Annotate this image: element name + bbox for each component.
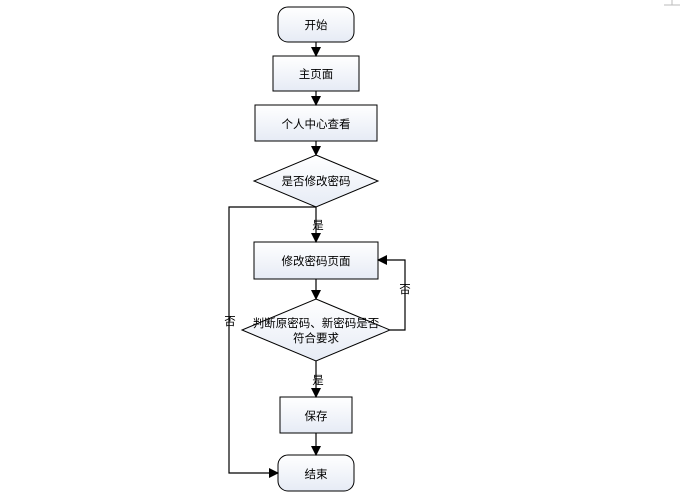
check-node: 判断原密码、新密码是否 符合要求 xyxy=(240,298,392,362)
page-corner-mark xyxy=(664,0,680,6)
edge-label-no-1: 否 xyxy=(224,314,236,328)
change-page-node: 修改密码页面 xyxy=(253,241,379,280)
check-label-line1: 判断原密码、新密码是否 xyxy=(253,316,380,330)
end-node-label: 结束 xyxy=(305,467,328,481)
decide-change-label: 是否修改密码 xyxy=(282,174,351,188)
decide-change-node: 是否修改密码 xyxy=(252,154,380,208)
edge-label-no-2: 否 xyxy=(399,282,411,296)
profile-node-label: 个人中心查看 xyxy=(282,117,351,131)
change-page-label: 修改密码页面 xyxy=(282,254,351,268)
start-node-label: 开始 xyxy=(305,18,328,32)
check-label-line2: 符合要求 xyxy=(293,331,339,345)
edge-label-yes-1: 是 xyxy=(312,218,324,232)
home-node: 主页面 xyxy=(272,55,360,92)
save-node: 保存 xyxy=(279,396,353,434)
profile-node: 个人中心查看 xyxy=(254,104,378,142)
save-node-label: 保存 xyxy=(305,409,328,423)
edge-decide-end-no xyxy=(228,206,316,478)
start-node: 开始 xyxy=(277,6,355,43)
home-node-label: 主页面 xyxy=(299,67,334,81)
end-node: 结束 xyxy=(277,454,355,492)
edge-check-change-no xyxy=(377,255,406,331)
edge-label-yes-2: 是 xyxy=(312,373,324,387)
